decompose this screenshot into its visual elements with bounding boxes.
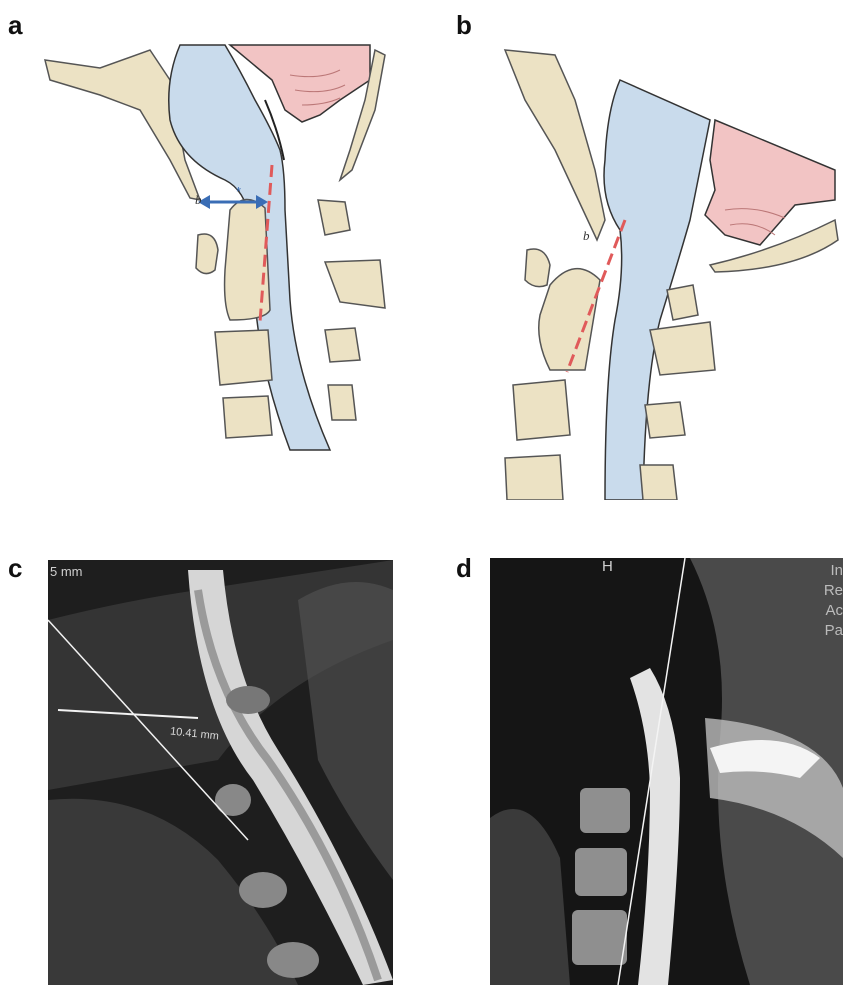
c5-spinous-process: [328, 385, 356, 420]
c4-spinous-process: [645, 402, 685, 438]
panel-label-d: d: [456, 555, 472, 581]
c3-spinous-process: [650, 322, 715, 375]
side-text-3: Ac: [825, 602, 843, 619]
spine-diagram-b: [495, 40, 840, 500]
mri-image-d: [490, 558, 843, 985]
c2-spinous-process: [667, 285, 698, 320]
c4-body: [505, 455, 563, 500]
panel-label-c: c: [8, 555, 22, 581]
side-text-2: Re: [824, 582, 843, 599]
c3-spinous-process: [325, 260, 385, 308]
cerebellum: [705, 120, 835, 245]
panel-label-b: b: [456, 12, 472, 38]
c1-anterior-arch: [196, 234, 218, 274]
bone-label-b: b: [583, 228, 590, 244]
c2-body: [225, 199, 270, 320]
side-text-1: In: [830, 562, 843, 579]
scale-text: 5 mm: [50, 564, 83, 579]
side-text-4: Pa: [825, 622, 843, 639]
c5-spinous-process: [640, 465, 677, 500]
bone-label-b: b: [195, 192, 202, 208]
mri-image-c: [48, 560, 393, 985]
panel-label-a: a: [8, 12, 22, 38]
c1-anterior-arch: [525, 249, 550, 287]
orientation-label: H: [602, 558, 613, 575]
c3-body: [513, 380, 570, 440]
occipital-bone: [505, 50, 605, 240]
panel-d-mri: H In Re Ac Pa: [490, 558, 843, 985]
panel-c-mri: 5 mm 10.41 mm: [48, 560, 393, 985]
c2-spinous-process: [318, 200, 350, 235]
panel-b-illustration: b: [495, 40, 840, 500]
arrow-label-asterisk: *: [236, 184, 241, 199]
c4-body: [223, 396, 272, 438]
panel-a-illustration: b *: [40, 40, 400, 460]
c3-body: [215, 330, 272, 385]
c2-body: [539, 269, 600, 370]
c4-spinous-process: [325, 328, 360, 362]
spine-diagram-a: [40, 40, 400, 460]
